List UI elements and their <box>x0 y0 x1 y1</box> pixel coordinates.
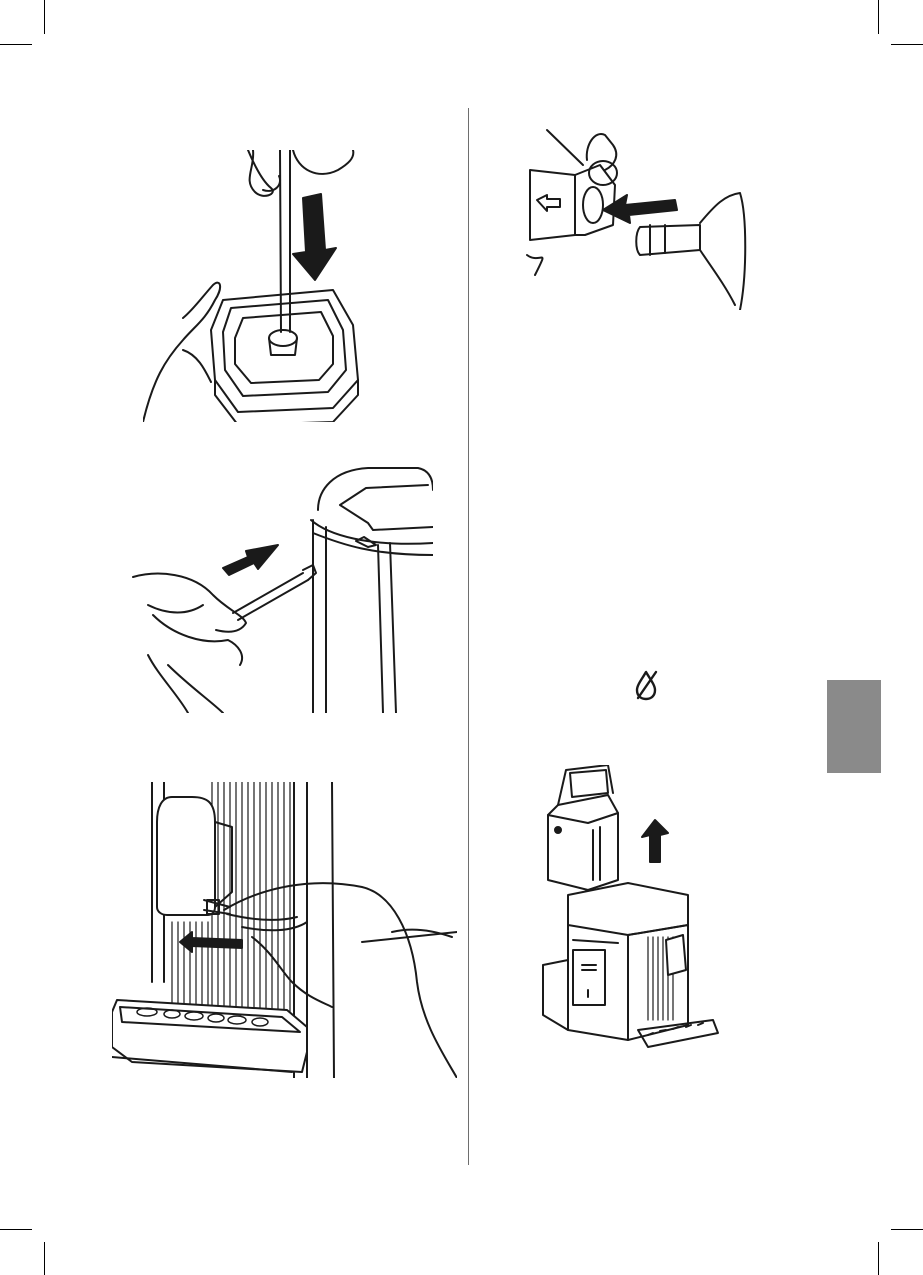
fig-valve-connection <box>525 125 747 310</box>
crop-mark <box>878 0 879 34</box>
fig-remove-tank <box>538 765 720 1055</box>
crop-mark <box>891 44 923 45</box>
crop-mark <box>891 1229 923 1230</box>
crop-mark <box>44 0 45 34</box>
column-divider <box>468 108 469 1165</box>
chapter-tab <box>827 680 881 773</box>
crop-mark <box>0 1229 32 1230</box>
crop-mark <box>0 44 32 45</box>
no-water-icon <box>630 668 662 702</box>
fig-water-tank-filter-insert <box>143 150 368 422</box>
fig-hose-into-machine <box>112 782 457 1078</box>
fig-hose-into-tank <box>128 465 433 713</box>
crop-mark <box>44 1242 45 1275</box>
crop-mark <box>878 1242 879 1275</box>
